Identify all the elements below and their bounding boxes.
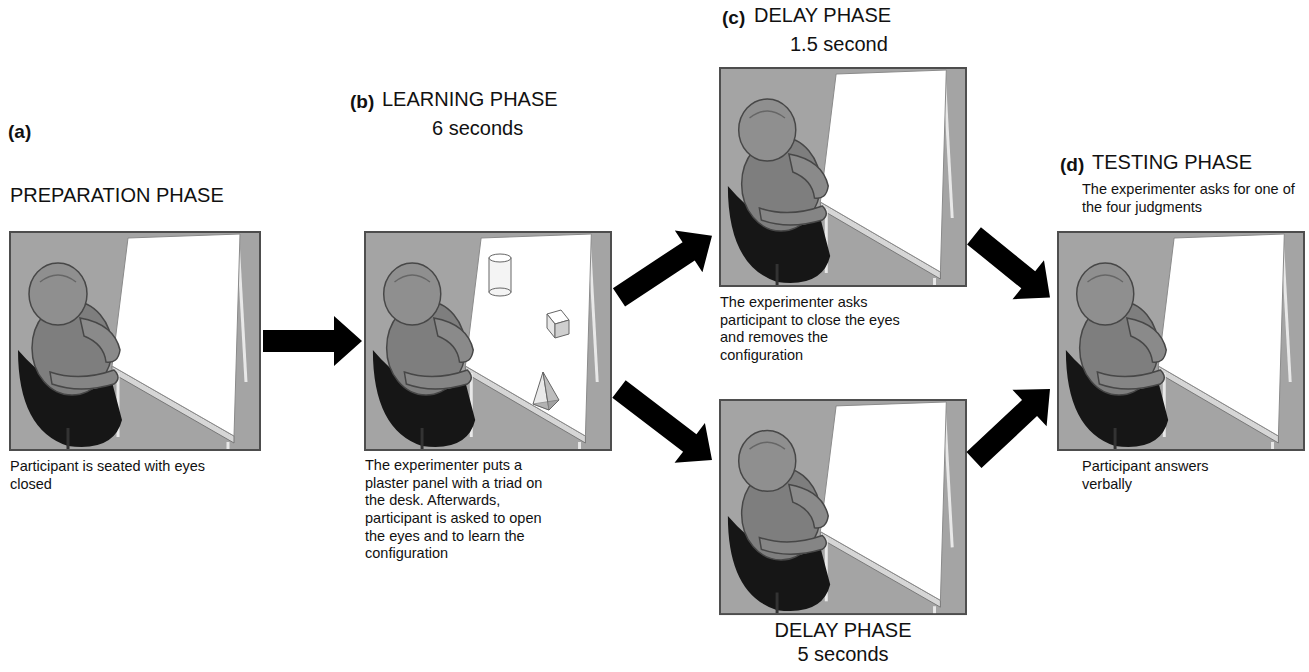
flow-arrow bbox=[967, 227, 1050, 299]
phase-letter: (c) bbox=[722, 6, 745, 29]
phase-caption: Participant answers verbally bbox=[1082, 458, 1242, 493]
phase-caption: The experimenter asks participant to clo… bbox=[720, 294, 915, 365]
phase-heading: DELAY PHASE bbox=[754, 3, 891, 27]
delay-long-illustration bbox=[720, 400, 966, 614]
phase-heading: 5 seconds bbox=[720, 642, 966, 666]
preparation-illustration bbox=[10, 232, 260, 450]
preparation-phase: (a)PREPARATION PHASEParticipant is seate… bbox=[10, 232, 260, 450]
flow-arrow bbox=[263, 316, 362, 366]
phase-caption: The experimenter asks for one of the fou… bbox=[1082, 181, 1297, 216]
learning-phase: (b)LEARNING PHASE6 secondsThe experiment… bbox=[365, 232, 611, 450]
phase-heading: PREPARATION PHASE bbox=[10, 183, 224, 207]
phase-caption: Participant is seated with eyes closed bbox=[10, 458, 210, 493]
flow-arrow bbox=[612, 380, 712, 463]
testing-phase: (d)TESTING PHASEThe experimenter asks fo… bbox=[1058, 232, 1304, 450]
phase-heading: 6 seconds bbox=[432, 116, 523, 140]
phase-title: DELAY PHASE bbox=[720, 618, 966, 642]
phase-letter: (a) bbox=[8, 120, 31, 143]
delay-short-illustration bbox=[720, 68, 966, 286]
flow-arrow bbox=[613, 230, 712, 306]
triad-objects bbox=[489, 254, 569, 410]
phase-letter: (b) bbox=[350, 90, 374, 113]
flow-arrow bbox=[966, 389, 1050, 468]
delay-phase-long: DELAY PHASE5 seconds bbox=[720, 400, 966, 614]
learning-illustration bbox=[365, 232, 611, 450]
phase-heading: 1.5 second bbox=[790, 32, 888, 56]
phase-heading: TESTING PHASE bbox=[1092, 150, 1252, 174]
delay-phase-short: (c)DELAY PHASE1.5 secondThe experimenter… bbox=[720, 68, 966, 286]
phase-caption: The experimenter puts a plaster panel wi… bbox=[365, 457, 565, 563]
phase-letter: (d) bbox=[1060, 153, 1084, 176]
testing-illustration bbox=[1058, 232, 1304, 450]
phase-heading: LEARNING PHASE bbox=[382, 87, 558, 111]
